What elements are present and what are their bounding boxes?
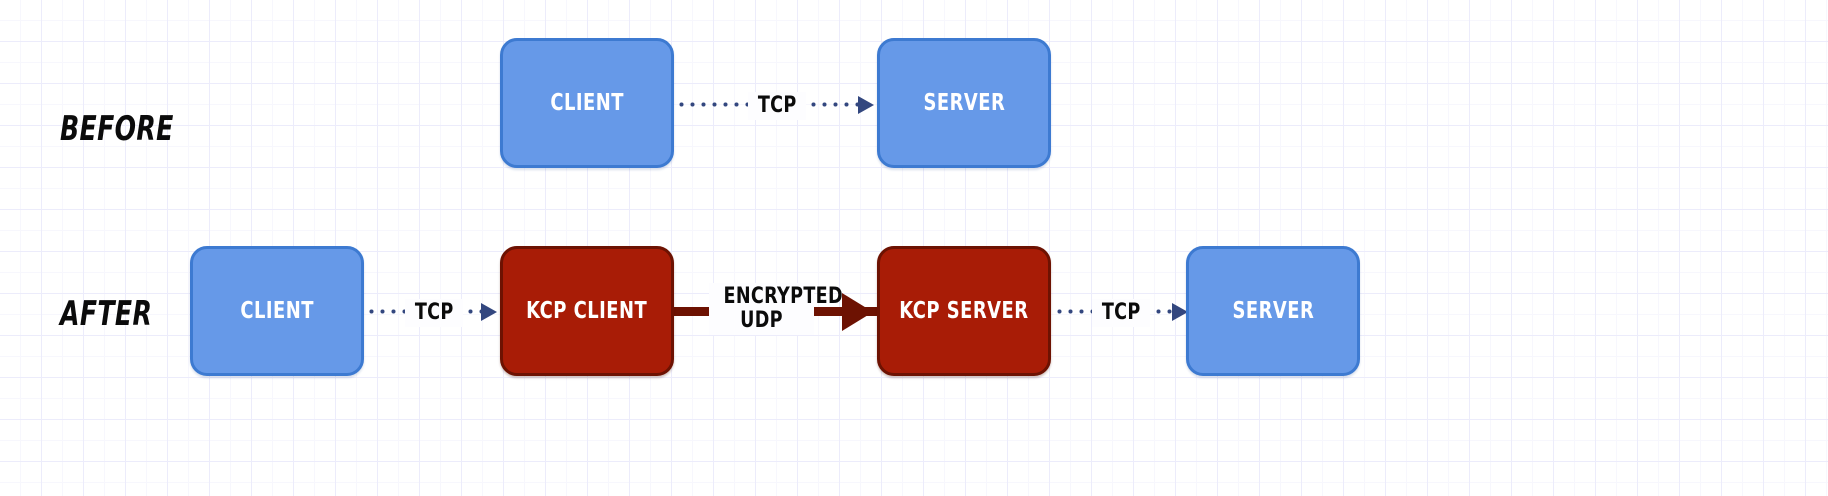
node-after-server[interactable]: SERVER (1186, 246, 1360, 376)
edge-before-tcp-label: TCP (748, 92, 807, 120)
edge-after-tcp-right-arrowhead-icon (1172, 303, 1188, 321)
edge-before-tcp-label-text: TCP (757, 93, 797, 118)
node-after-server-label: SERVER (1232, 297, 1314, 324)
edge-after-udp-line (674, 307, 964, 316)
section-label-after: AFTER (60, 294, 153, 334)
edge-after-tcp-right-label-text: TCP (1101, 300, 1141, 325)
section-label-before: BEFORE (60, 109, 174, 149)
node-after-client[interactable]: CLIENT (190, 246, 364, 376)
edge-after-tcp-left-arrowhead-icon (481, 303, 497, 321)
edge-after-udp-arrowhead-icon (842, 293, 873, 331)
node-after-client-label: CLIENT (240, 297, 314, 324)
node-before-client[interactable]: CLIENT (500, 38, 674, 168)
edge-after-tcp-right-label: TCP (1092, 299, 1151, 327)
node-before-server[interactable]: SERVER (877, 38, 1051, 168)
edge-after-tcp-left-label: TCP (405, 299, 464, 327)
node-after-kcp-server[interactable]: KCP SERVER (877, 246, 1051, 376)
edge-after-udp-label-line2: UDP (740, 308, 783, 334)
edge-after-tcp-left-label-text: TCP (414, 300, 454, 325)
edge-after-udp-label: ENCRYPTED UDP (709, 283, 843, 336)
node-before-client-label: CLIENT (550, 89, 624, 116)
node-after-kcp-client-label: KCP CLIENT (526, 297, 648, 324)
node-before-server-label: SERVER (923, 89, 1005, 116)
edge-before-tcp-arrowhead-icon (858, 96, 874, 114)
node-after-kcp-server-label: KCP SERVER (899, 297, 1029, 324)
node-after-kcp-client[interactable]: KCP CLIENT (500, 246, 674, 376)
edge-after-udp-label-line1: ENCRYPTED (723, 284, 843, 309)
